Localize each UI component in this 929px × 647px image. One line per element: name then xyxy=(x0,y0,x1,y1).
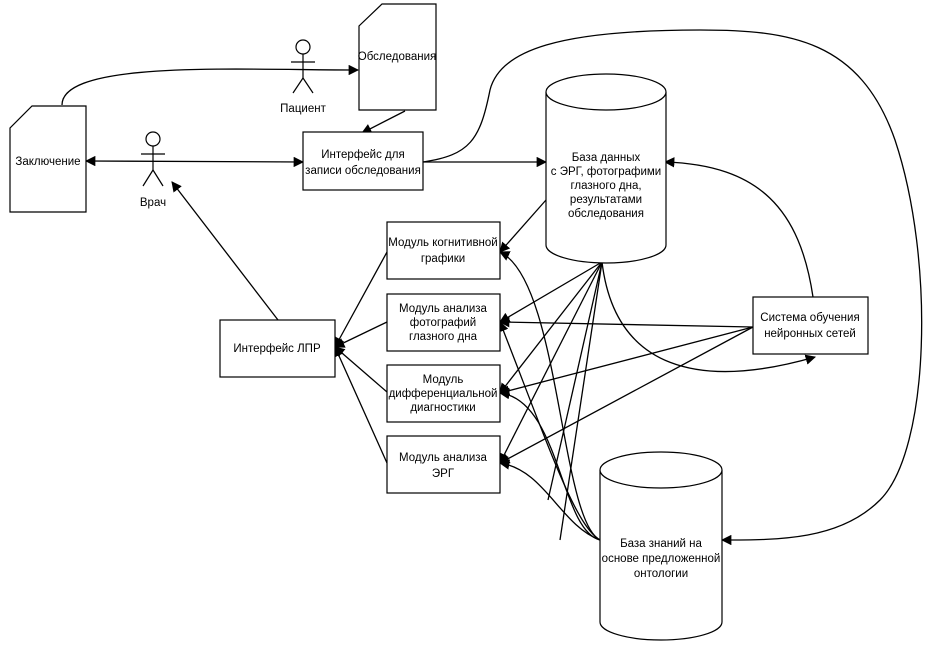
knowledge-base-line-2: основе предложенной xyxy=(602,553,721,565)
edge-nn-to-db xyxy=(663,157,814,298)
doctor-label: Врач xyxy=(140,197,166,209)
doctor-actor xyxy=(141,131,165,187)
patient-label: Пациент xyxy=(280,103,326,115)
edge-interface-to-conclusion xyxy=(84,155,305,168)
knowledge-base-node: База знаний на основе предложенной онтол… xyxy=(599,451,723,641)
edge-erg-to-dm xyxy=(334,346,388,464)
edge-db-to-knowledge-b xyxy=(547,261,603,501)
record-interface-node: Интерфейс для записи обследования xyxy=(302,131,424,191)
cognitive-module-node: Модуль когнитивной графики xyxy=(386,221,501,280)
cognitive-module-line-2: графики xyxy=(421,253,465,265)
database-line-3: глазного дна, xyxy=(570,180,641,192)
edge-kb-to-erg xyxy=(498,459,601,541)
record-interface-line-1: Интерфейс для xyxy=(321,149,404,161)
conclusion-label: Заключение xyxy=(15,156,80,168)
edge-nn-to-diff xyxy=(498,326,754,396)
diff-module-line-1: Модуль xyxy=(423,374,464,386)
nn-training-line-1: Система обучения xyxy=(760,312,859,324)
database-line-2: с ЭРГ, фотографими xyxy=(551,166,661,178)
fundus-module-line-3: глазного дна xyxy=(409,331,478,343)
examinations-node: Обследования xyxy=(358,3,437,111)
patient-actor xyxy=(291,39,315,94)
edge-db-to-cognitive xyxy=(499,199,547,253)
erg-module-line-2: ЭРГ xyxy=(432,468,455,480)
edge-conclusion-to-examinations xyxy=(61,64,360,106)
examinations-label: Обследования xyxy=(358,51,437,63)
fundus-module-node: Модуль анализа фотографий глазного дна xyxy=(386,293,501,352)
edge-db-to-nn xyxy=(601,261,816,373)
nn-training-line-2: нейронных сетей xyxy=(764,328,856,340)
database-line-1: База данных xyxy=(572,152,641,164)
fundus-module-line-1: Модуль анализа xyxy=(399,303,488,315)
edges xyxy=(61,29,923,546)
edge-db-to-fundus xyxy=(499,261,603,323)
edge-kb-to-fundus xyxy=(498,321,601,541)
diff-module-line-3: диагностики xyxy=(410,402,475,414)
edge-interface-to-knowledge-base xyxy=(422,29,923,546)
edge-dm-interface-to-doctor xyxy=(171,181,279,321)
knowledge-base-line-1: База знаний на xyxy=(620,538,702,550)
erg-module-line-1: Модуль анализа xyxy=(399,452,488,464)
diff-module-node: Модуль дифференциальной диагностики xyxy=(386,364,501,423)
edge-diff-to-dm xyxy=(334,346,388,393)
edge-examinations-to-interface xyxy=(361,110,406,134)
database-line-5: обследования xyxy=(568,208,644,220)
edge-kb-to-cognitive xyxy=(499,251,601,541)
edge-nn-to-fundus xyxy=(498,316,754,328)
nn-training-node: Система обучения нейронных сетей xyxy=(752,296,869,355)
fundus-module-line-2: фотографий xyxy=(410,317,476,329)
dm-interface-node: Интерфейс ЛПР xyxy=(219,319,336,378)
conclusion-node: Заключение xyxy=(9,105,87,213)
edge-kb-to-diff xyxy=(498,388,601,541)
edge-cognitive-to-dm xyxy=(334,251,388,348)
database-node: База данных с ЭРГ, фотографими глазного … xyxy=(545,73,667,264)
edge-db-to-diff xyxy=(499,261,603,394)
edge-nn-to-erg xyxy=(499,326,754,464)
database-line-4: результатами xyxy=(570,194,642,206)
edge-db-to-erg xyxy=(499,261,603,464)
knowledge-base-line-3: онтологии xyxy=(634,568,688,580)
erg-module-node: Модуль анализа ЭРГ xyxy=(386,435,501,494)
edge-fundus-to-dm xyxy=(334,321,388,348)
cognitive-module-line-1: Модуль когнитивной xyxy=(388,237,497,249)
record-interface-line-2: записи обследования xyxy=(305,165,421,177)
dm-interface-label: Интерфейс ЛПР xyxy=(233,343,321,355)
diff-module-line-2: дифференциальной xyxy=(389,388,498,400)
